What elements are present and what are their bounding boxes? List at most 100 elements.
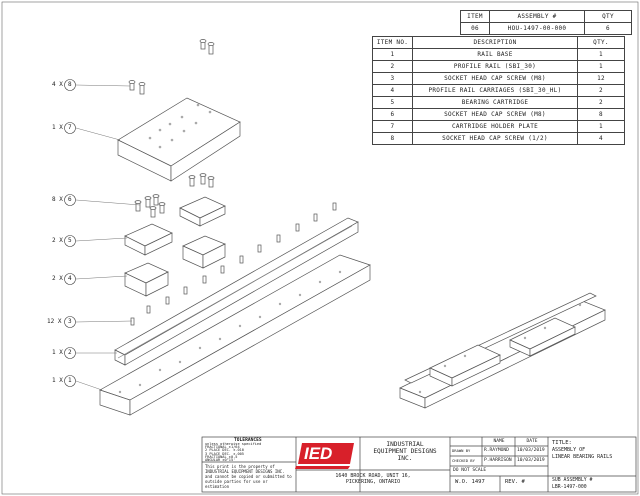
bom-qty: 8 xyxy=(577,108,625,121)
tolerance-line: ANGULAR ±0°15' xyxy=(205,458,236,463)
sub-assembly-label: SUB ASSEMBLY # xyxy=(552,478,593,483)
balloon-qty: 1 X xyxy=(52,377,63,384)
tolerance-line: unless otherwise specified xyxy=(205,442,262,446)
checked-by-name: P.HARRISON xyxy=(484,458,512,463)
revision: REV. # xyxy=(505,479,525,485)
title-line: ASSEMBLY OF xyxy=(552,447,586,453)
balloon-circles xyxy=(64,79,76,387)
balloon-item: 5 xyxy=(68,237,72,244)
bom-description: RAIL BASE xyxy=(412,48,578,61)
bom-col-qty: QTY. xyxy=(577,36,625,49)
screws-item-6 xyxy=(134,173,215,218)
bom-item-no: 6 xyxy=(372,108,413,121)
bom-description: SOCKET HEAD CAP SCREW (M8) xyxy=(412,108,578,121)
balloon-qty: 1 X xyxy=(52,124,63,131)
assembly-col-assembly: ASSEMBLY # xyxy=(489,10,585,23)
logo-text: IED xyxy=(304,444,333,463)
title-label: TITLE: xyxy=(552,440,572,446)
balloon-qty: 2 X xyxy=(52,275,63,282)
tolerance-line: 3 PLACE DEC. ±.005 xyxy=(205,451,244,456)
bom-qty: 1 xyxy=(577,120,625,133)
tolerance-line: FRACTIONAL ±0.5 xyxy=(205,454,238,459)
bom-item-no: 1 xyxy=(372,48,413,61)
company-line: INC. xyxy=(397,455,413,462)
bom-col-item-no: ITEM NO. xyxy=(372,36,413,49)
bearing-cartridges xyxy=(124,196,226,256)
bom-description: PROFILE RAIL (SBI_30) xyxy=(412,60,578,73)
balloon-item: 2 xyxy=(68,349,72,356)
tolerance-line: FRACTIONAL ±1/64 xyxy=(205,445,240,450)
bom-qty: 4 xyxy=(577,132,625,145)
bom-description: PROFILE RAIL CARRIAGES (SBI_30_HL) xyxy=(412,84,578,97)
drawn-date: 10/03/2019 xyxy=(517,448,545,453)
drawn-by-name: R.RAYMOND xyxy=(484,448,509,453)
bom-item-no: 8 xyxy=(372,132,413,145)
address-line: PICKERING, ONTARIO xyxy=(345,479,401,485)
balloon-item: 8 xyxy=(68,81,72,88)
balloon-item: 1 xyxy=(68,377,72,384)
drawn-by-label: DRAWN BY xyxy=(452,448,471,453)
assembled-view xyxy=(399,292,606,409)
bom-qty: 1 xyxy=(577,48,625,61)
assembly-item-value: 06 xyxy=(460,22,490,35)
sub-assembly-value: LBR-1497-000 xyxy=(552,485,587,490)
balloon-qty: 2 X xyxy=(52,237,63,244)
bom-description: CARTRIDGE HOLDER PLATE xyxy=(412,120,578,133)
drawing-title: ASSEMBLY OF LINEAR BEARING RAILS xyxy=(552,447,612,460)
rail-carriages xyxy=(124,235,226,297)
screws-item-8 xyxy=(128,39,215,95)
tolerance-title: TOLERANCES xyxy=(234,438,262,443)
bom-description: SOCKET HEAD CAP SCREW (1/2) xyxy=(412,132,578,145)
exploded-view xyxy=(75,39,371,416)
col-name-header: NAME xyxy=(493,439,505,444)
assembly-number-value: HOU-1497-00-000 xyxy=(489,22,585,35)
balloon-qty: 8 X xyxy=(52,196,63,203)
bom-header-row: ITEM NO. DESCRIPTION QTY. xyxy=(372,36,625,49)
rail-base xyxy=(99,254,371,416)
company-address: 1640 BROCK ROAD, UNIT 16, PICKERING, ONT… xyxy=(298,473,448,485)
bom-description: BEARING CARTRIDGE xyxy=(412,96,578,109)
tolerance-line: 2 PLACE DEC. ±.010 xyxy=(205,448,244,453)
bom-qty: 2 xyxy=(577,96,625,109)
ied-logo xyxy=(295,443,354,469)
bom-description: SOCKET HEAD CAP SCREW (M8) xyxy=(412,72,578,85)
work-order: W.O. 1497 xyxy=(455,479,485,485)
title-line: LINEAR BEARING RAILS xyxy=(552,453,613,460)
balloon-item: 4 xyxy=(68,275,72,282)
balloon-qty: 1 X xyxy=(52,349,63,356)
bom-qty: 1 xyxy=(577,60,625,73)
bom-item-no: 4 xyxy=(372,84,413,97)
profile-rail xyxy=(114,217,359,366)
scale-note: DO NOT SCALE xyxy=(453,468,487,473)
bom-item-no: 3 xyxy=(372,72,413,85)
checked-by-label: CHECKED BY xyxy=(452,458,475,463)
holder-plate xyxy=(117,97,241,182)
proprietary-notice: This print is the property of INDUSTRIAL… xyxy=(205,464,292,489)
balloon-item: 7 xyxy=(68,124,72,131)
checked-date: 10/03/2019 xyxy=(517,458,545,463)
screws-item-3 xyxy=(130,202,337,326)
assembly-col-item: ITEM xyxy=(460,10,490,23)
balloon-qty: 4 X xyxy=(52,81,63,88)
balloon-qty: 12 X xyxy=(47,318,62,325)
bom-item-no: 7 xyxy=(372,120,413,133)
title-block-frame xyxy=(201,436,637,493)
balloon-item: 6 xyxy=(68,196,72,203)
bom-qty: 2 xyxy=(577,84,625,97)
bom-col-description: DESCRIPTION xyxy=(412,36,578,49)
col-date-header: DATE xyxy=(526,439,538,444)
address-line: 1640 BROCK ROAD, UNIT 16, xyxy=(335,473,411,479)
tolerance-block: unless otherwise specified FRACTIONAL ±1… xyxy=(205,442,262,463)
company-line: EQUIPMENT DESIGNS xyxy=(373,448,437,455)
bom-item-no: 5 xyxy=(372,96,413,109)
assembly-qty-value: 6 xyxy=(584,22,632,35)
